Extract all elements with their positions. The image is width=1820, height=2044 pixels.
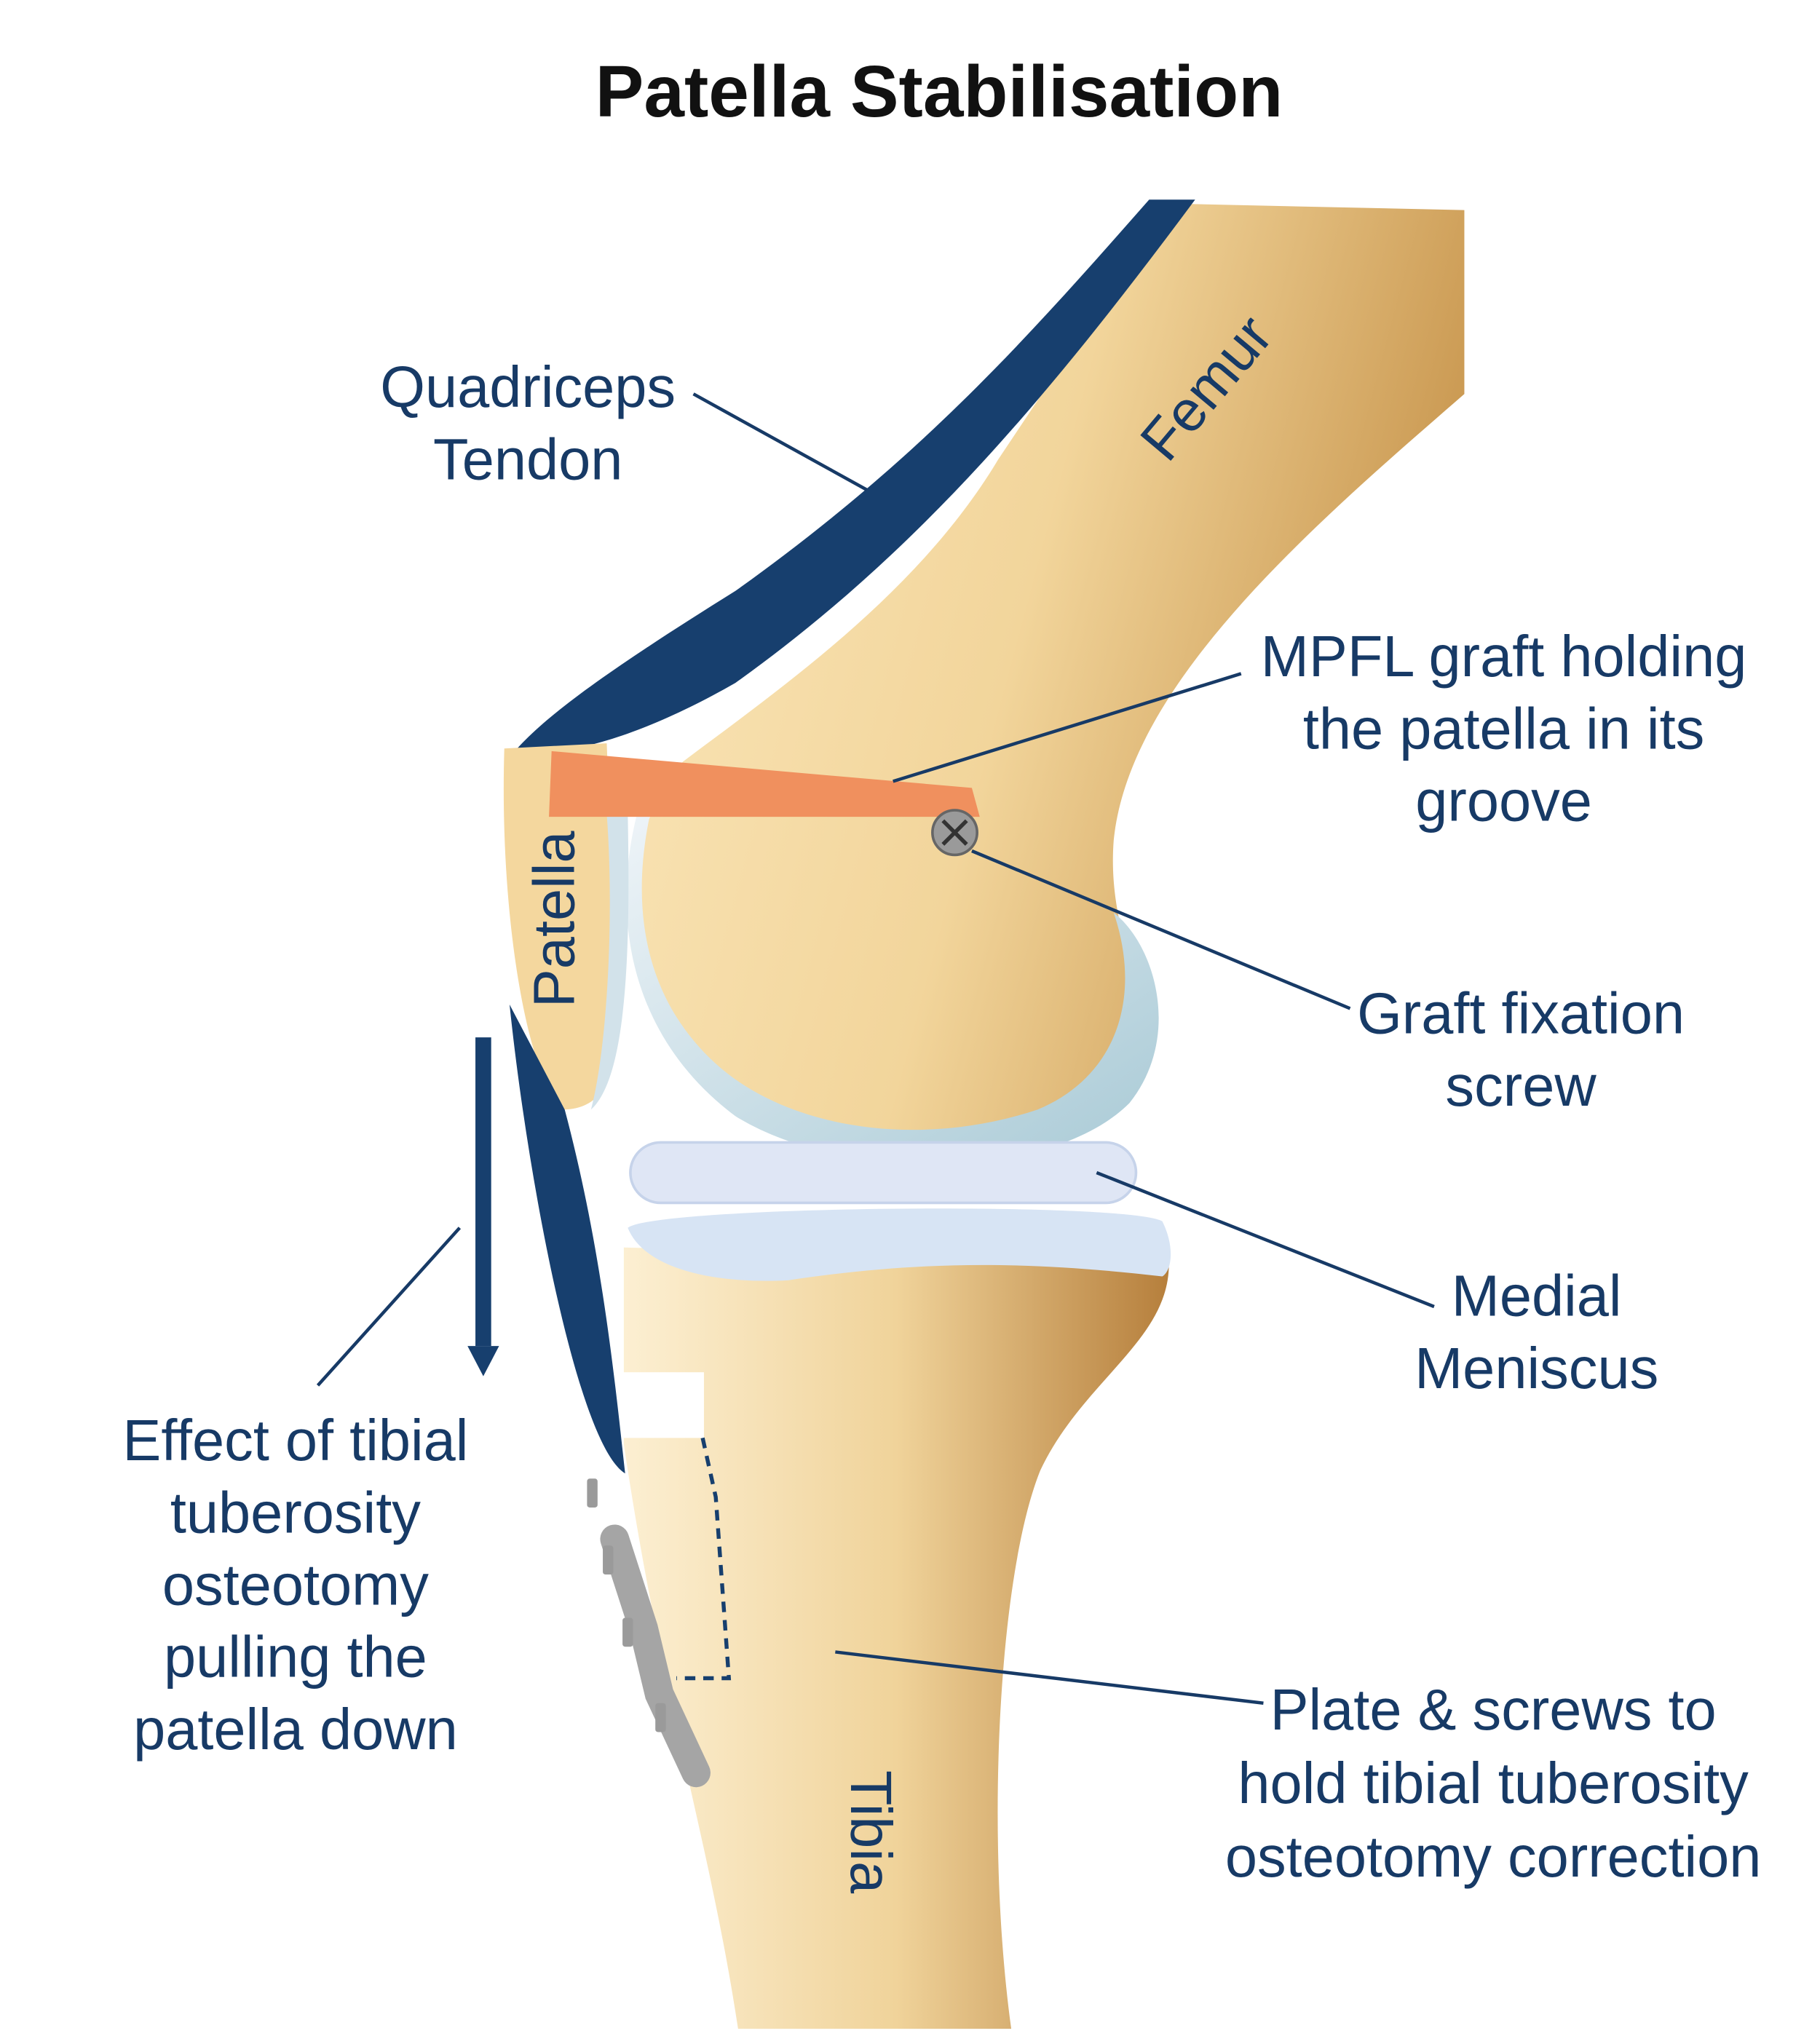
- callout-line: patella down: [133, 1697, 458, 1762]
- fixation-plate: [600, 1524, 711, 1788]
- graft-fixation-screw-icon: [931, 809, 978, 857]
- callout-line: tuberosity: [170, 1480, 421, 1545]
- patella-label: Patella: [521, 831, 586, 1008]
- callout-line: Tendon: [433, 427, 622, 491]
- tibial-cartilage: [628, 1208, 1171, 1281]
- callout-line: Quadriceps: [380, 354, 676, 419]
- quadriceps-tendon: [515, 199, 1195, 753]
- medial-meniscus: [629, 1141, 1138, 1205]
- leader-lines: [316, 392, 1435, 1706]
- tibia-label: Tibia: [839, 1770, 903, 1894]
- osteotomy-notch: [622, 1372, 704, 1438]
- patella-bone: [503, 743, 617, 1110]
- diagram-title: Patella Stabilisation: [596, 51, 1283, 132]
- callout-line: osteotomy: [162, 1552, 429, 1617]
- patellar-cartilage: [590, 814, 629, 1110]
- osteotomy-outline: [676, 1437, 732, 1681]
- callout-line: pulling the: [164, 1625, 427, 1690]
- patellar-tendon: [509, 1005, 625, 1474]
- tibial-screws: [585, 1487, 951, 1723]
- callout-line: Graft fixation: [1357, 981, 1685, 1046]
- callout-line: Medial: [1452, 1264, 1622, 1328]
- effect-callout: Effect of tibial tuberosity osteotomy pu…: [122, 1408, 468, 1762]
- mpfl-graft: [549, 750, 980, 817]
- callout-line: osteotomy correction: [1225, 1824, 1762, 1889]
- screw-callout: Graft fixation screw: [1357, 981, 1685, 1118]
- callout-line: Plate & screws to: [1270, 1677, 1717, 1742]
- meniscus-callout: Medial Meniscus: [1415, 1264, 1658, 1401]
- callout-line: hold tibial tuberosity: [1238, 1751, 1749, 1815]
- callout-line: the patella in its: [1303, 696, 1704, 761]
- callout-line: MPFL graft holding: [1261, 624, 1747, 689]
- callout-line: Meniscus: [1415, 1336, 1658, 1401]
- tibia-bone: [623, 1247, 1169, 2029]
- plate-callout: Plate & screws to hold tibial tuberosity…: [1225, 1677, 1762, 1889]
- callout-line: groove: [1415, 769, 1592, 833]
- callout-line: screw: [1445, 1053, 1597, 1118]
- quadriceps-callout: Quadriceps Tendon: [380, 354, 676, 491]
- callout-line: Effect of tibial: [122, 1408, 468, 1473]
- mpfl-callout: MPFL graft holding the patella in its gr…: [1261, 624, 1747, 833]
- femur-bone: [634, 203, 1465, 1138]
- down-arrow-icon: [467, 1037, 499, 1376]
